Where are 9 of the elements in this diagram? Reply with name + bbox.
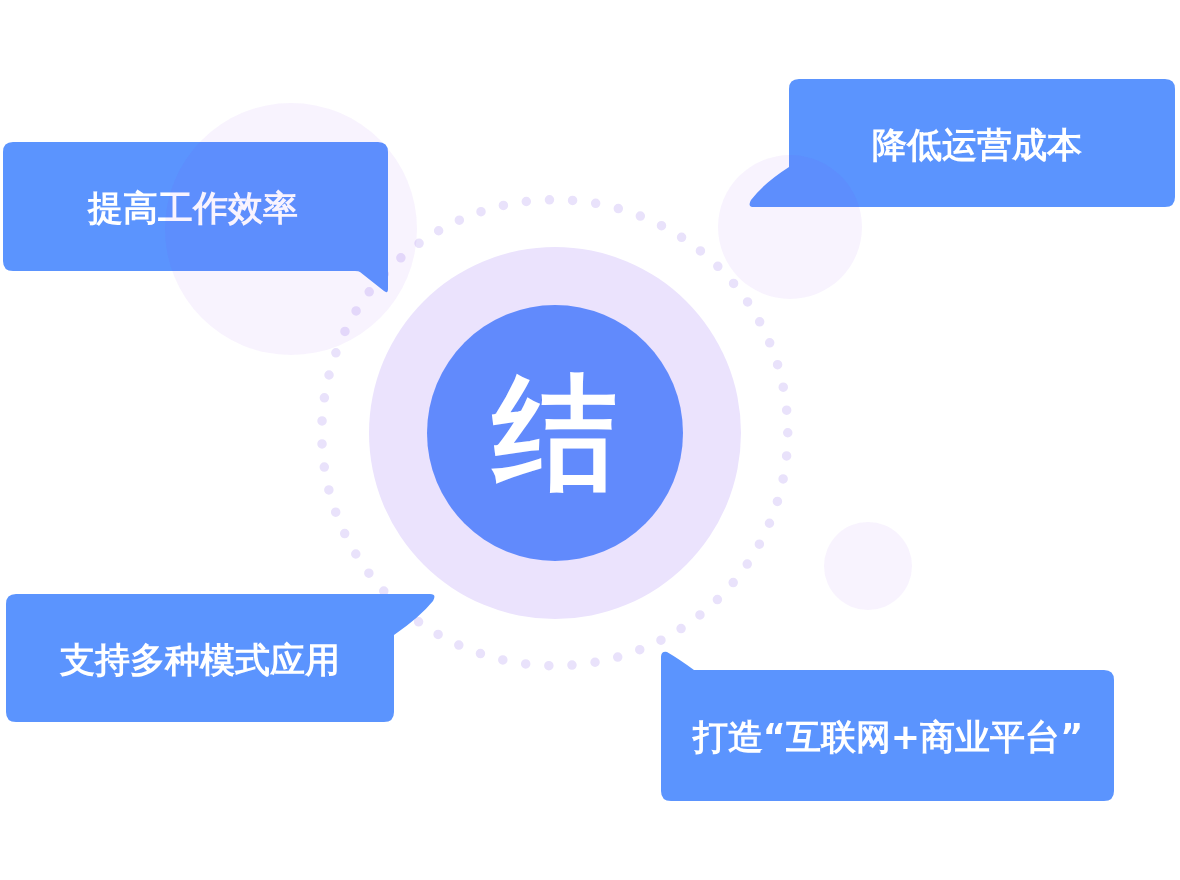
bubble-label: 降低运营成本	[872, 124, 1082, 166]
speech-bubble	[748, 79, 1176, 207]
speech-bubble	[3, 142, 389, 294]
center-character: 结	[493, 371, 617, 495]
bubble-label: 提高工作效率	[88, 187, 298, 229]
bubble-label: 打造“互联网+商业平台”	[692, 716, 1084, 758]
bubble-label: 支持多种模式应用	[60, 639, 340, 681]
speech-bubble	[661, 651, 1115, 801]
speech-bubble	[6, 594, 436, 722]
